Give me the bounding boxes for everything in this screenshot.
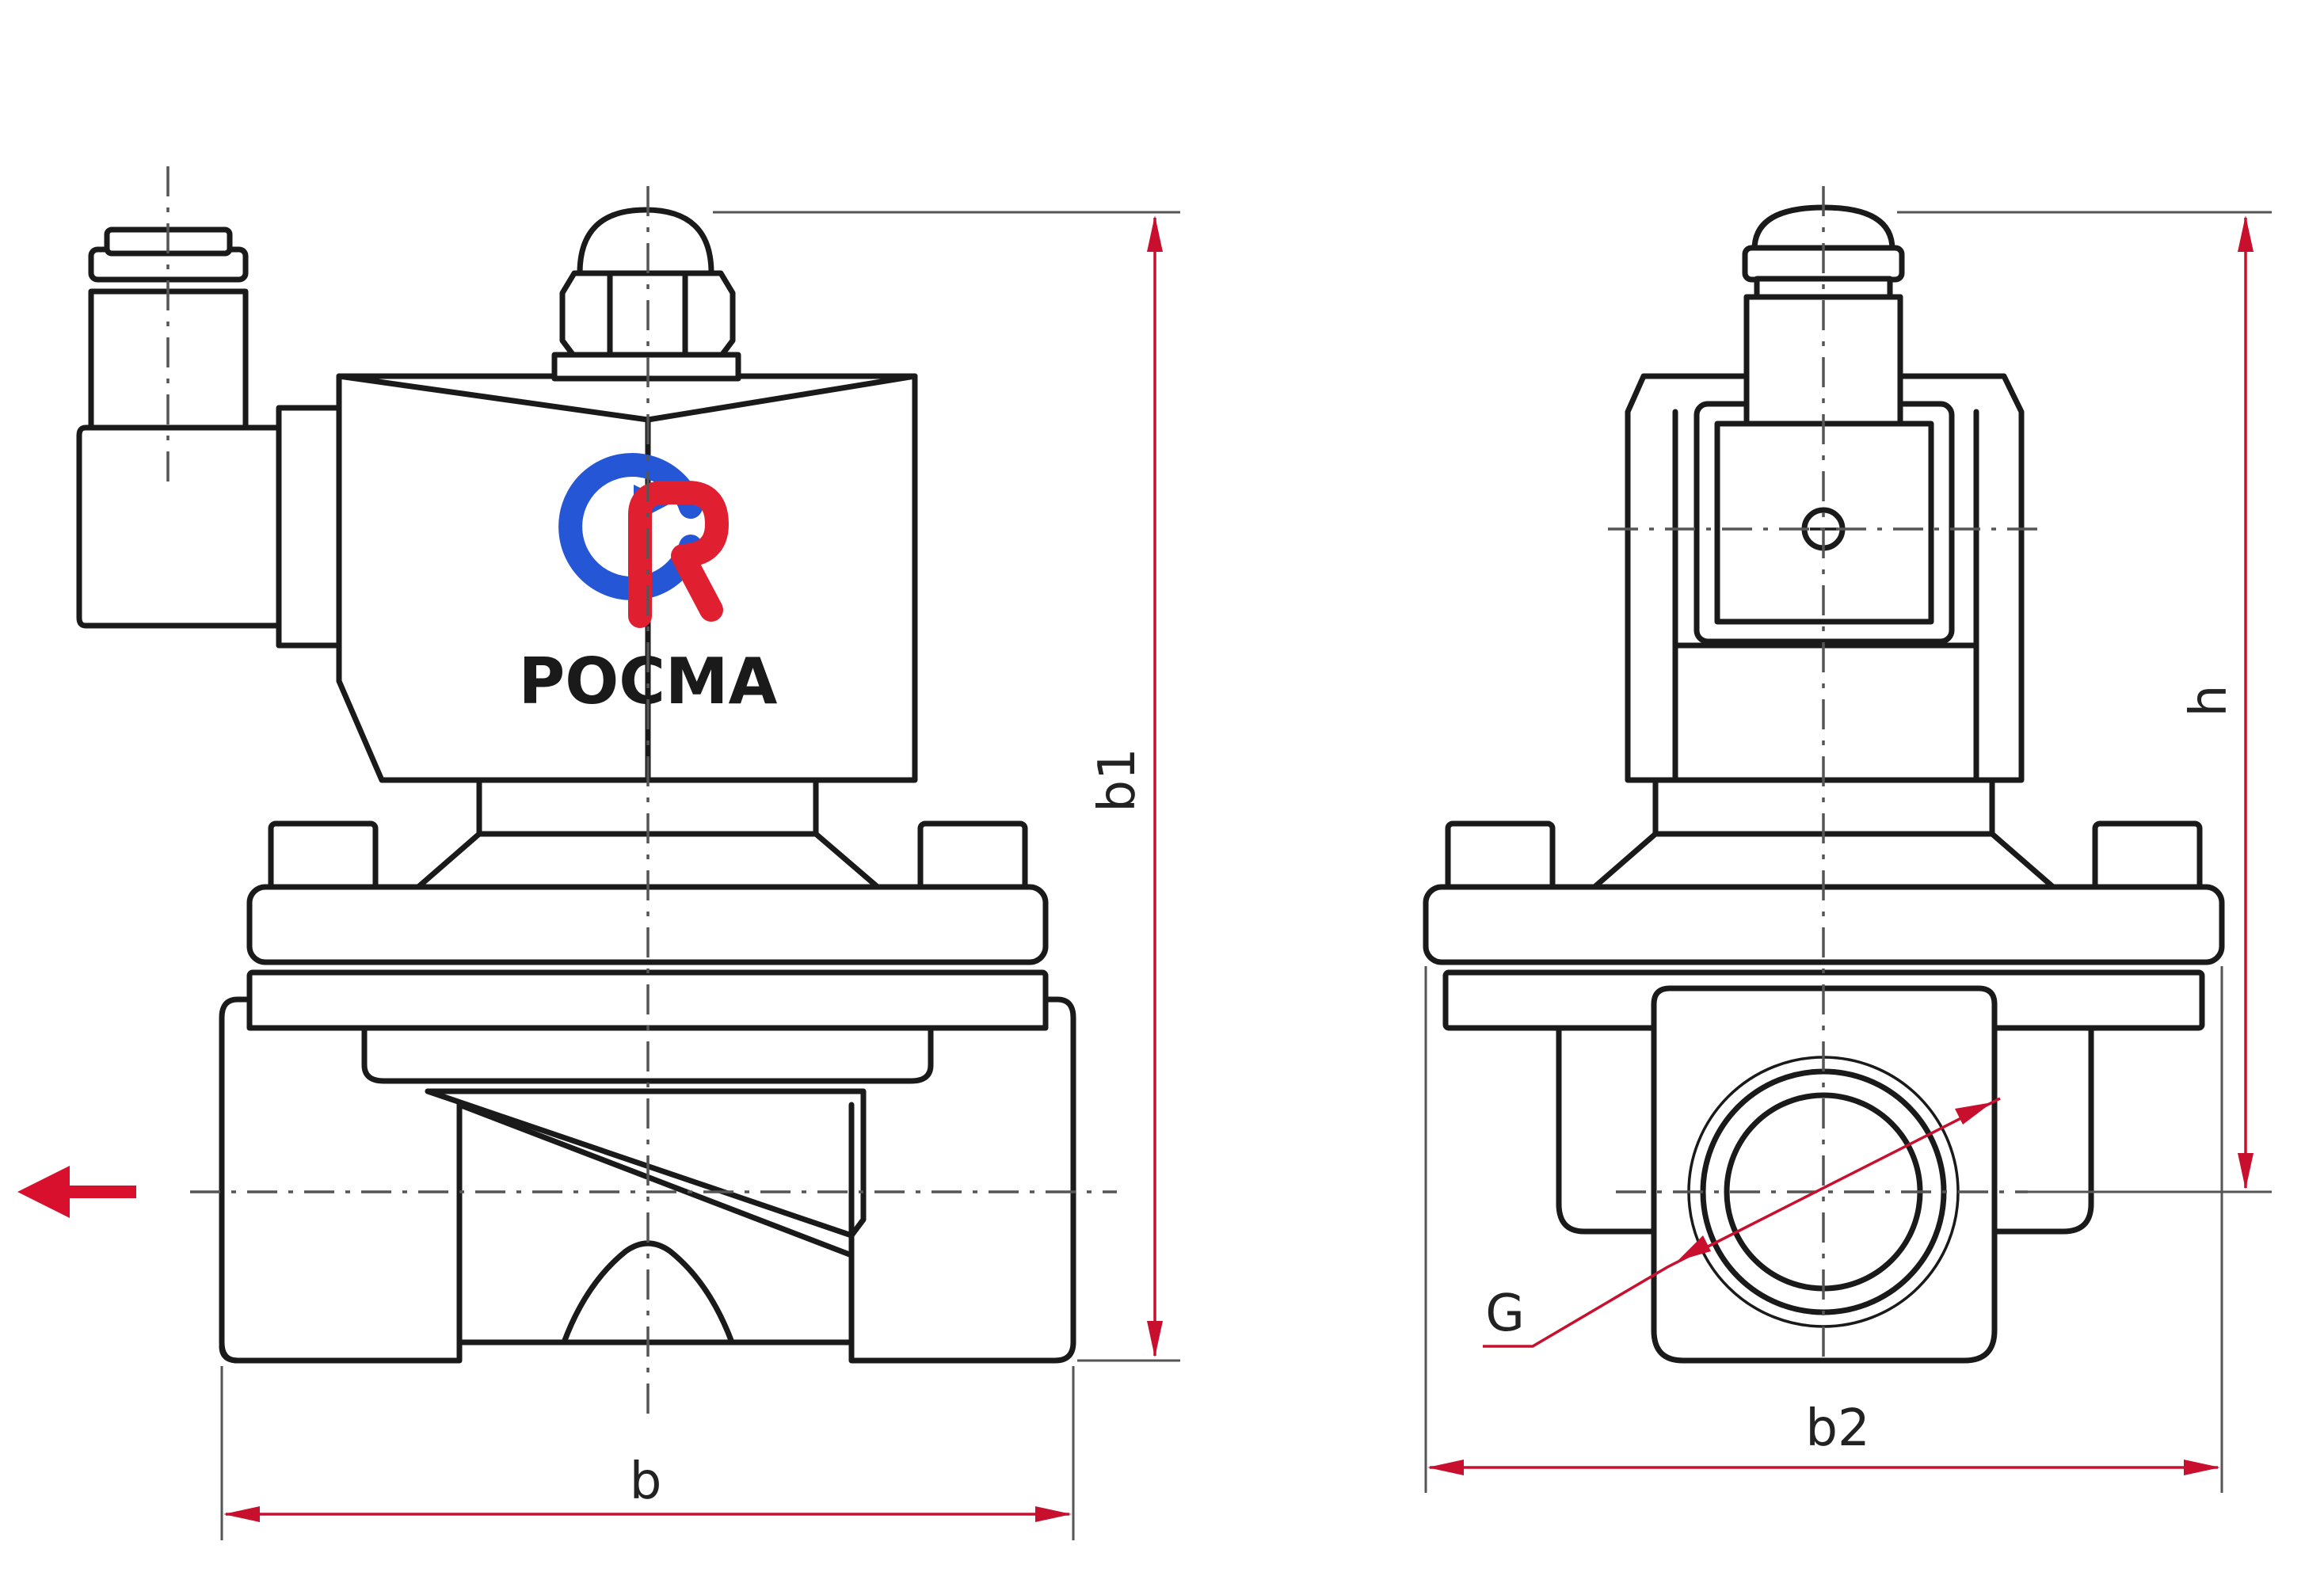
label-h: h <box>2180 685 2238 717</box>
cap-nut <box>551 207 741 382</box>
side-bolt-left <box>1445 820 1556 894</box>
label-b2: b2 <box>1805 1399 1869 1458</box>
cable-connector <box>76 166 344 649</box>
dimension-G: G <box>1483 1097 2001 1348</box>
dimension-h: h <box>1897 211 2272 1193</box>
label-G: G <box>1485 1285 1525 1343</box>
bolt-right <box>917 820 1028 894</box>
dimension-b2: b2 <box>1424 966 2223 1493</box>
bolt-left <box>268 820 379 894</box>
label-b1: b1 <box>1088 748 1147 812</box>
logo-red-r <box>628 481 729 628</box>
dimension-b: b <box>220 1366 1075 1540</box>
side-connector <box>1625 294 2025 783</box>
label-b: b <box>630 1452 662 1511</box>
front-view: РОСМА <box>17 166 1180 1540</box>
side-bolt-right <box>2092 820 2203 894</box>
side-view: G h b2 <box>1423 186 2272 1493</box>
arrow-left-icon <box>17 1166 136 1218</box>
logo-blue-ring <box>558 453 703 600</box>
dimension-b1: b1 <box>713 211 1180 1362</box>
side-body <box>1556 985 2094 1364</box>
